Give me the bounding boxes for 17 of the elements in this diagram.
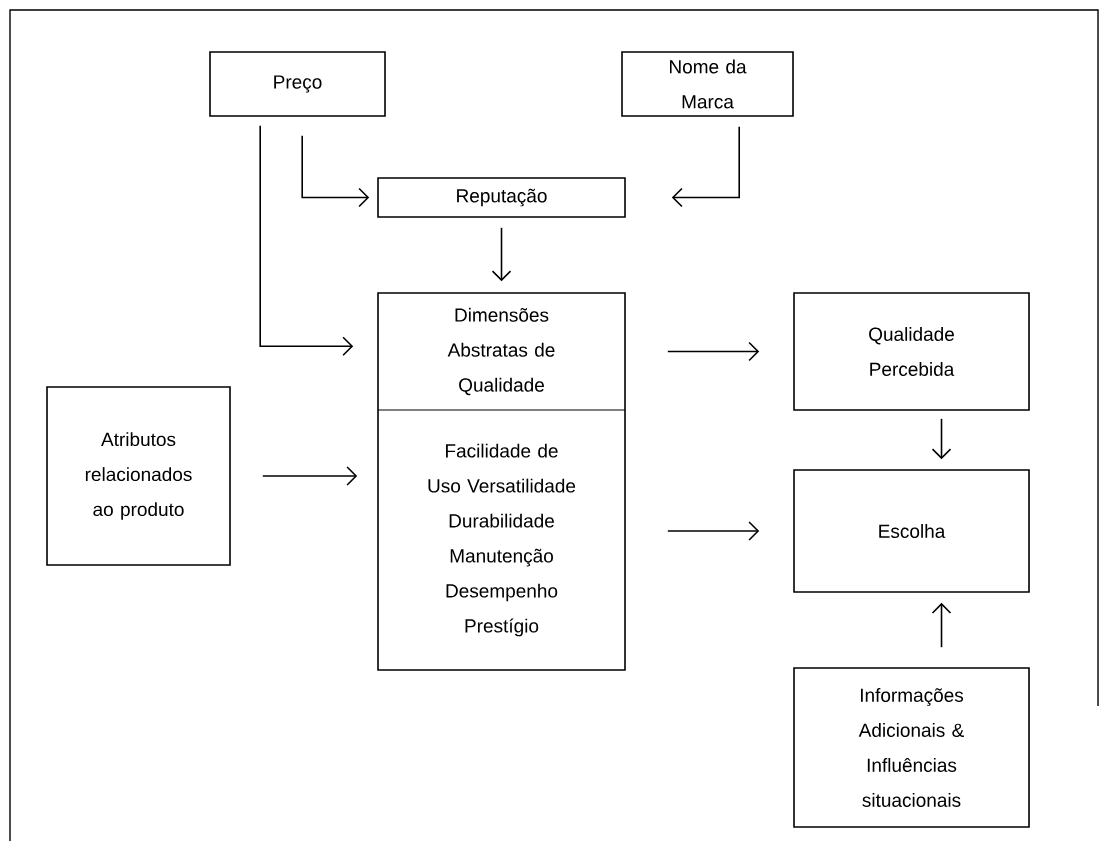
arrow bbox=[667, 341, 760, 362]
arrow bbox=[259, 125, 354, 356]
arrow bbox=[491, 227, 512, 282]
price-box: Preço bbox=[209, 51, 386, 117]
choice-box: Escolha bbox=[793, 469, 1030, 593]
perceived-quality-box: Qualidade Percebida bbox=[793, 292, 1030, 411]
arrow bbox=[931, 418, 952, 460]
arrow bbox=[931, 602, 952, 648]
product-attributes-box: Atributos relacionados ao produto bbox=[46, 386, 231, 566]
reputation-box: Reputação bbox=[377, 177, 626, 218]
arrow bbox=[262, 466, 358, 486]
quality-dimensions-box: Dimensões Abstratas de Qualidade Facilidade de Uso Versatilidade Durabilidade Manutenção Desempenho Prestígio bbox=[377, 292, 626, 671]
additional-info-box: Informações Adicionais & Influências situacionais bbox=[793, 667, 1030, 828]
arrow bbox=[671, 126, 740, 208]
arrow bbox=[301, 135, 370, 208]
arrow bbox=[667, 521, 760, 541]
factor-box: Nome da Marca bbox=[621, 51, 794, 117]
